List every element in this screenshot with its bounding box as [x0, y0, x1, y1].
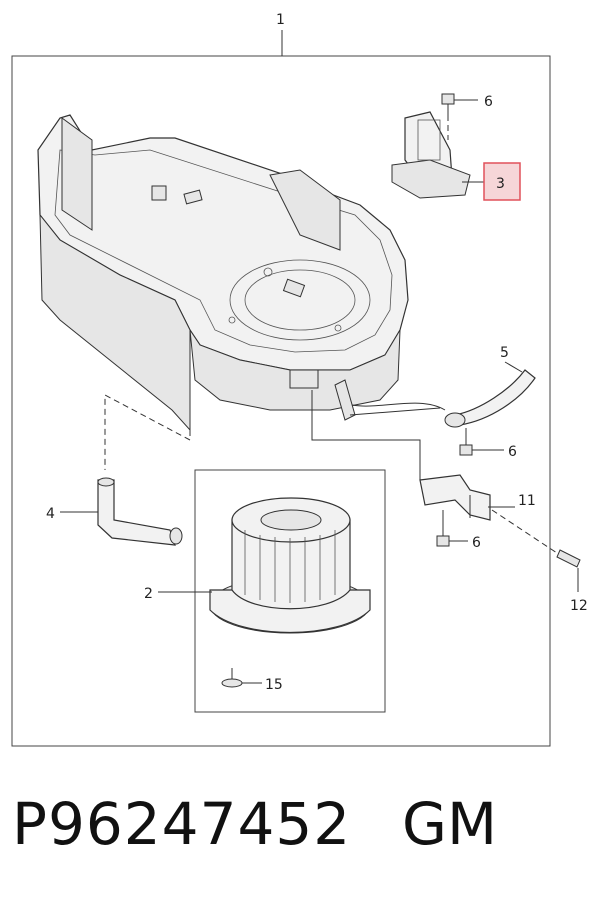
diagram-frame [11, 55, 551, 747]
callout-1: 1 [276, 12, 285, 28]
footer: P96247452 GM [0, 790, 600, 880]
callout-5: 5 [500, 345, 509, 361]
exploded-parts-diagram: 1 6 3 [11, 12, 588, 747]
screw-icon [221, 668, 243, 688]
callout-11: 11 [518, 493, 536, 509]
blower-motor-box [194, 469, 386, 713]
callout-4: 4 [46, 506, 55, 522]
callout-3: 3 [496, 176, 505, 192]
part-number: P96247452 [12, 790, 352, 858]
drain-hose [97, 477, 183, 546]
wire-harness [351, 369, 536, 428]
callout-15: 15 [265, 677, 283, 693]
callout-6-lower: 6 [472, 535, 481, 551]
highlight-box-3 [483, 162, 521, 201]
blower-housing [37, 114, 409, 432]
screw-icon [459, 428, 473, 456]
brand-name: GM [402, 790, 497, 858]
blower-resistor [391, 111, 471, 199]
blower-motor [209, 497, 371, 634]
screw-icon [441, 93, 455, 118]
callout-2: 2 [144, 586, 153, 602]
screw-icon [436, 510, 450, 547]
bracket [419, 474, 515, 521]
callout-6-middle: 6 [508, 444, 517, 460]
screw-icon [491, 509, 581, 568]
callout-6-top: 6 [484, 94, 493, 110]
callout-12: 12 [570, 598, 588, 614]
